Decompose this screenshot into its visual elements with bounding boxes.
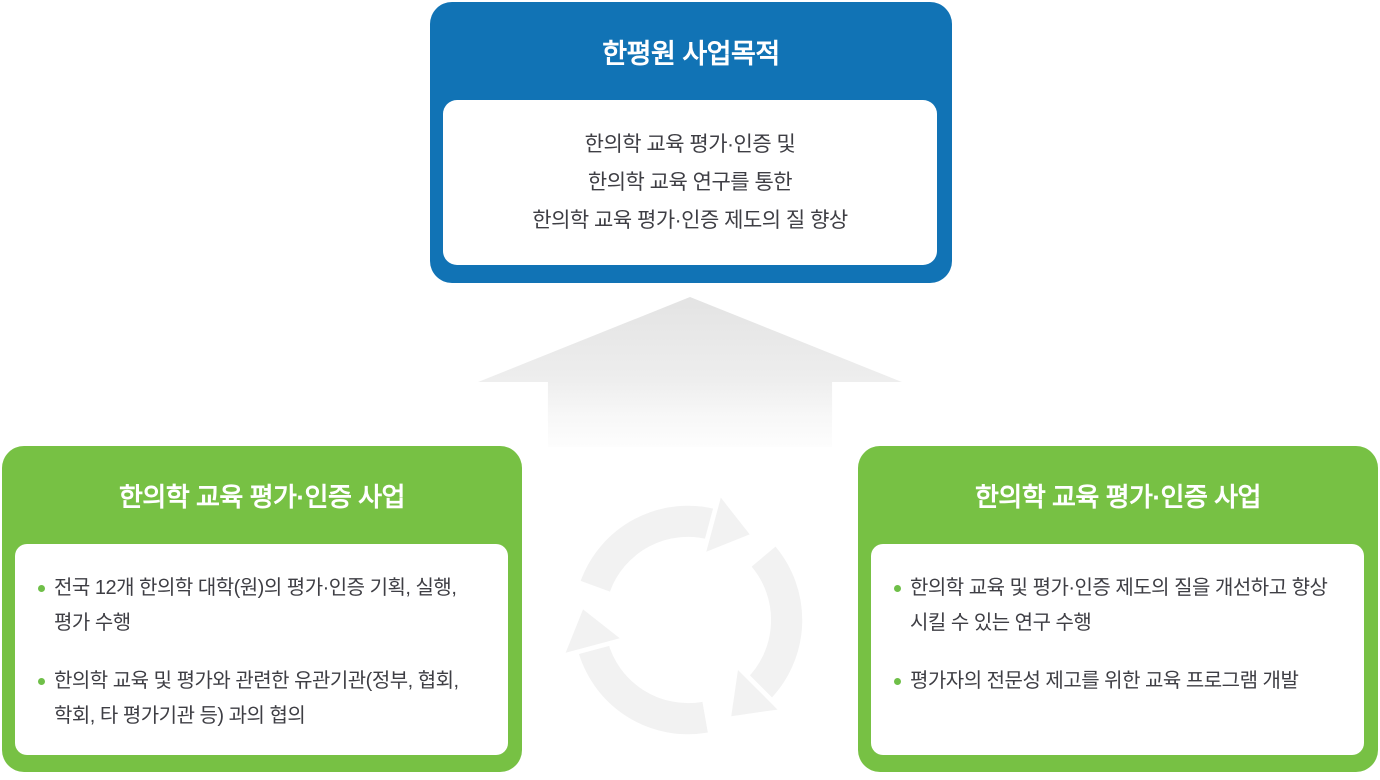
list-item: 평가자의 전문성 제고를 위한 교육 프로그램 개발	[894, 664, 1334, 699]
bullet-dot-icon	[38, 585, 45, 592]
cycle-arrows-icon	[560, 492, 803, 735]
list-item: 한의학 교육 및 평가·인증 제도의 질을 개선하고 향상시킬 수 있는 연구 …	[894, 571, 1334, 641]
evaluation-bullet-list: 전국 12개 한의학 대학(원)의 평가·인증 기획, 실행, 평가 수행 한의…	[38, 571, 478, 734]
bullet-dot-icon	[894, 585, 901, 592]
purpose-box-title: 한평원 사업목적	[602, 38, 780, 69]
research-box-body: 한의학 교육 및 평가·인증 제도의 질을 개선하고 향상시킬 수 있는 연구 …	[871, 544, 1364, 755]
purpose-box: 한평원 사업목적 한의학 교육 평가·인증 및 한의학 교육 연구를 통한 한의…	[430, 2, 952, 283]
research-box-title: 한의학 교육 평가·인증 사업	[975, 481, 1261, 512]
research-bullet-list: 한의학 교육 및 평가·인증 제도의 질을 개선하고 향상시킬 수 있는 연구 …	[894, 571, 1334, 699]
bullet-dot-icon	[38, 678, 45, 685]
bullet-dot-icon	[894, 678, 901, 685]
evaluation-box: 한의학 교육 평가·인증 사업 전국 12개 한의학 대학(원)의 평가·인증 …	[2, 446, 522, 772]
purpose-line: 한의학 교육 평가·인증 제도의 질 향상	[532, 208, 848, 232]
bullet-text: 한의학 교육 및 평가와 관련한 유관기관(정부, 협회, 학회, 타 평가기관…	[54, 670, 459, 727]
purpose-line: 한의학 교육 연구를 통한	[587, 170, 793, 194]
purpose-line: 한의학 교육 평가·인증 및	[584, 132, 796, 156]
purpose-box-body: 한의학 교육 평가·인증 및 한의학 교육 연구를 통한 한의학 교육 평가·인…	[443, 100, 937, 265]
bullet-text: 평가자의 전문성 제고를 위한 교육 프로그램 개발	[910, 670, 1299, 692]
list-item: 전국 12개 한의학 대학(원)의 평가·인증 기획, 실행, 평가 수행	[38, 571, 478, 641]
research-box: 한의학 교육 평가·인증 사업 한의학 교육 및 평가·인증 제도의 질을 개선…	[858, 446, 1378, 772]
evaluation-box-body: 전국 12개 한의학 대학(원)의 평가·인증 기획, 실행, 평가 수행 한의…	[15, 544, 508, 755]
up-arrow-icon	[478, 297, 902, 447]
evaluation-box-title: 한의학 교육 평가·인증 사업	[119, 481, 405, 512]
list-item: 한의학 교육 및 평가와 관련한 유관기관(정부, 협회, 학회, 타 평가기관…	[38, 664, 478, 734]
bullet-text: 전국 12개 한의학 대학(원)의 평가·인증 기획, 실행, 평가 수행	[54, 577, 457, 634]
bullet-text: 한의학 교육 및 평가·인증 제도의 질을 개선하고 향상시킬 수 있는 연구 …	[910, 577, 1328, 634]
